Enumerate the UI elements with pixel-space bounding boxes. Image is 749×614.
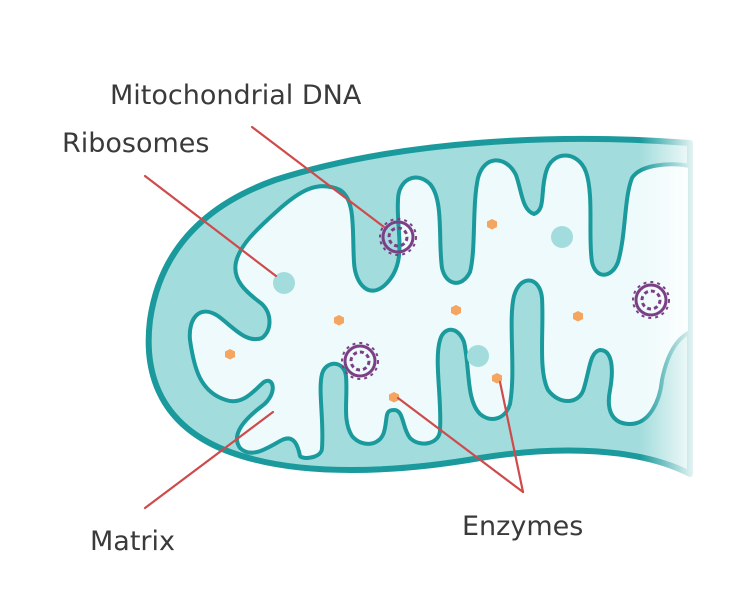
mtdna-ring	[379, 218, 417, 256]
enzyme	[492, 373, 502, 384]
leader-line-matrix	[143, 410, 275, 510]
leader-line-ribosomes	[143, 174, 278, 278]
label-mitochondrial-dna: Mitochondrial DNA	[110, 80, 362, 111]
leader-line-mtdna	[250, 125, 386, 229]
label-ribosomes: Ribosomes	[62, 128, 210, 159]
label-enzymes: Enzymes	[462, 511, 584, 542]
enzyme	[389, 392, 399, 403]
ribosome	[467, 345, 489, 367]
enzyme	[334, 315, 344, 326]
leader-line-enzymes-2	[498, 380, 525, 494]
enzyme	[451, 305, 461, 316]
ribosome	[551, 226, 573, 248]
enzyme	[573, 311, 583, 322]
enzyme	[225, 349, 235, 360]
mtdna-ring	[341, 342, 379, 380]
leader-line-enzymes-1	[396, 396, 525, 494]
label-matrix: Matrix	[90, 526, 176, 557]
enzyme	[487, 219, 497, 230]
ribosome	[273, 272, 295, 294]
mtdna-ring	[632, 281, 670, 319]
